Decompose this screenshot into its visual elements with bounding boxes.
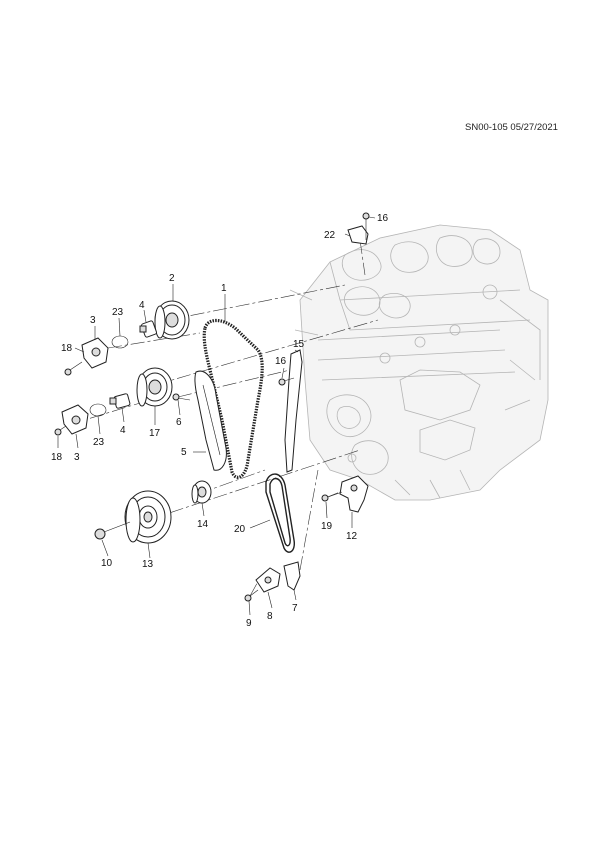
callout-15: 15 <box>293 339 305 350</box>
oil-pump-chain-20 <box>265 473 296 553</box>
callout-18-upper: 18 <box>61 343 73 354</box>
callout-labels: 1 2 3 4 23 18 15 16 6 17 4 23 3 18 5 14 … <box>51 213 389 629</box>
bolt-16-middle <box>278 377 295 386</box>
callout-14: 14 <box>197 519 209 530</box>
callout-16-middle: 16 <box>275 356 287 367</box>
leader-lines <box>57 216 376 616</box>
bracket-7 <box>283 561 301 591</box>
callout-4-lower: 4 <box>120 425 126 436</box>
bolt-19 <box>321 491 343 502</box>
callout-12: 12 <box>346 531 358 542</box>
seal-ring-23-lower <box>89 403 107 417</box>
callout-1: 1 <box>221 283 227 294</box>
bolt-18-upper <box>64 361 83 376</box>
engine-block <box>289 224 549 501</box>
bolt-9 <box>244 589 259 602</box>
callout-23-lower: 23 <box>93 437 105 448</box>
callout-10: 10 <box>101 558 113 569</box>
bolt-10 <box>94 521 131 540</box>
bolt-6 <box>172 393 191 401</box>
callout-16-upper: 16 <box>377 213 389 224</box>
bolt-18-lower <box>54 425 67 436</box>
camshaft-sprocket-2 <box>154 300 190 340</box>
solenoid-valve-4-lower <box>109 393 131 409</box>
reference-code: SN00-105 05/27/2021 <box>465 122 558 133</box>
tensioner-arm-8 <box>255 567 281 593</box>
bracket-22 <box>347 225 369 245</box>
solenoid-valve-4-upper <box>139 320 157 338</box>
callout-20: 20 <box>234 524 246 535</box>
callout-7: 7 <box>292 603 298 614</box>
actuator-3-upper <box>81 337 109 369</box>
callout-2: 2 <box>169 273 175 284</box>
damper-pulley-13 <box>124 490 172 544</box>
bolt-16-upper <box>362 212 370 240</box>
callout-6: 6 <box>176 417 182 428</box>
callout-22: 22 <box>324 230 336 241</box>
chain-guide-5 <box>194 370 227 471</box>
callout-13: 13 <box>142 559 154 570</box>
callout-17: 17 <box>149 428 161 439</box>
tensioner-12 <box>339 475 369 513</box>
callout-8: 8 <box>267 611 273 622</box>
callout-5: 5 <box>181 447 187 458</box>
callout-3-lower: 3 <box>74 452 80 463</box>
callout-4-upper: 4 <box>139 300 145 311</box>
crankshaft-sprocket-14 <box>191 480 212 504</box>
timing-chain <box>202 318 264 479</box>
chain-guide-15 <box>284 349 303 473</box>
callout-9: 9 <box>246 618 252 629</box>
callout-3-upper: 3 <box>90 315 96 326</box>
callout-23-upper: 23 <box>112 307 124 318</box>
callout-18-lower: 18 <box>51 452 63 463</box>
actuator-3-lower <box>61 404 89 435</box>
camshaft-sprocket-17 <box>136 367 173 407</box>
callout-19: 19 <box>321 521 333 532</box>
